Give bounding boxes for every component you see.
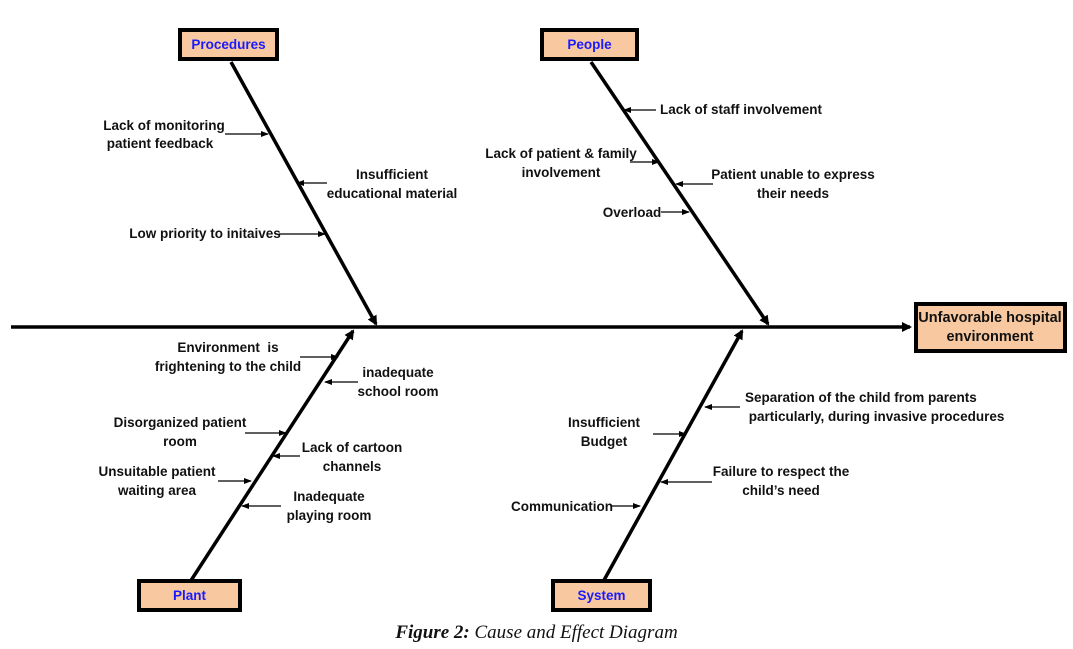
svg-text:particularly, during invasive: particularly, during invasive procedures	[745, 409, 1004, 424]
svg-text:child’s need: child’s need	[742, 483, 820, 498]
effect-box: Unfavorable hospital environment	[914, 302, 1067, 353]
svg-text:Insufficient: Insufficient	[356, 167, 429, 182]
svg-text:Unsuitable patient: Unsuitable patient	[98, 464, 216, 479]
svg-text:frightening to the child: frightening to the child	[155, 359, 301, 374]
effect-line-1: Unfavorable hospital	[918, 310, 1061, 326]
cause-plant-3: Disorganized patient room	[114, 415, 287, 449]
bone-system	[601, 329, 744, 583]
svg-text:Lack of staff involvement: Lack of staff involvement	[660, 102, 823, 117]
category-box-procedures: Procedures	[178, 28, 279, 61]
svg-text:channels: channels	[323, 459, 382, 474]
svg-text:Lack of patient & family: Lack of patient & family	[485, 146, 637, 161]
svg-text:involvement: involvement	[522, 165, 601, 180]
cause-people-2: Lack of patient & family involvement	[485, 146, 660, 180]
bone-plant	[188, 329, 355, 583]
bone-people	[589, 61, 770, 326]
svg-text:Lack of cartoon: Lack of cartoon	[302, 440, 403, 455]
svg-text:Separation of the child from p: Separation of the child from parents	[745, 390, 977, 405]
cause-system-4: Communication	[511, 499, 641, 514]
cause-system-2: Insufficient Budget	[568, 415, 687, 449]
svg-text:playing room: playing room	[287, 508, 372, 523]
svg-text:patient feedback: patient feedback	[107, 136, 214, 151]
cause-people-4: Overload	[603, 205, 690, 220]
bone-procedures	[229, 61, 378, 326]
cause-procedures-3: Low priority to initaives	[129, 226, 326, 241]
cause-system-3: Failure to respect the child’s need	[660, 464, 850, 498]
cause-people-3: Patient unable to express their needs	[675, 167, 875, 201]
cause-plant-1: Environment is frightening to the child	[155, 340, 339, 374]
category-label: Plant	[173, 588, 207, 603]
figure-number: Figure 2:	[395, 622, 470, 643]
svg-text:room: room	[163, 434, 197, 449]
svg-text:Failure to respect the: Failure to respect the	[713, 464, 850, 479]
figure-caption: Figure 2: Cause and Effect Diagram	[0, 622, 1073, 644]
category-box-people: People	[540, 28, 639, 61]
cause-people-1: Lack of staff involvement	[623, 102, 823, 117]
svg-text:Budget: Budget	[581, 434, 628, 449]
category-label: People	[567, 37, 612, 52]
svg-text:Patient unable to express: Patient unable to express	[711, 167, 875, 182]
cause-plant-6: Inadequate playing room	[241, 489, 372, 523]
svg-text:Low priority to initaives: Low priority to initaives	[129, 226, 281, 241]
svg-text:Inadequate: Inadequate	[293, 489, 365, 504]
cause-plant-5: Unsuitable patient waiting area	[98, 464, 252, 498]
cause-procedures-2: Insufficient educational material	[296, 167, 458, 201]
cause-plant-2: inadequate school room	[324, 365, 439, 399]
effect-line-2: environment	[946, 329, 1033, 345]
svg-text:waiting area: waiting area	[117, 483, 197, 498]
category-label: Procedures	[191, 37, 265, 52]
cause-plant-4: Lack of cartoon channels	[272, 440, 403, 474]
svg-text:Disorganized patient: Disorganized patient	[114, 415, 247, 430]
svg-text:educational material: educational material	[327, 186, 458, 201]
svg-text:Communication: Communication	[511, 499, 613, 514]
cause-system-1: Separation of the child from parents par…	[704, 390, 1004, 424]
cause-procedures-1: Lack of monitoring patient feedback	[103, 118, 269, 151]
svg-text:Environment is: Environment is	[177, 340, 278, 355]
svg-text:Overload: Overload	[603, 205, 662, 220]
category-box-system: System	[551, 579, 652, 612]
svg-text:Lack of monitoring: Lack of monitoring	[103, 118, 225, 133]
svg-text:their needs: their needs	[757, 186, 829, 201]
svg-text:Insufficient: Insufficient	[568, 415, 641, 430]
figure-caption-text: Cause and Effect Diagram	[469, 622, 678, 643]
svg-text:inadequate: inadequate	[362, 365, 434, 380]
svg-text:school room: school room	[357, 384, 438, 399]
category-label: System	[577, 588, 625, 603]
category-box-plant: Plant	[137, 579, 242, 612]
